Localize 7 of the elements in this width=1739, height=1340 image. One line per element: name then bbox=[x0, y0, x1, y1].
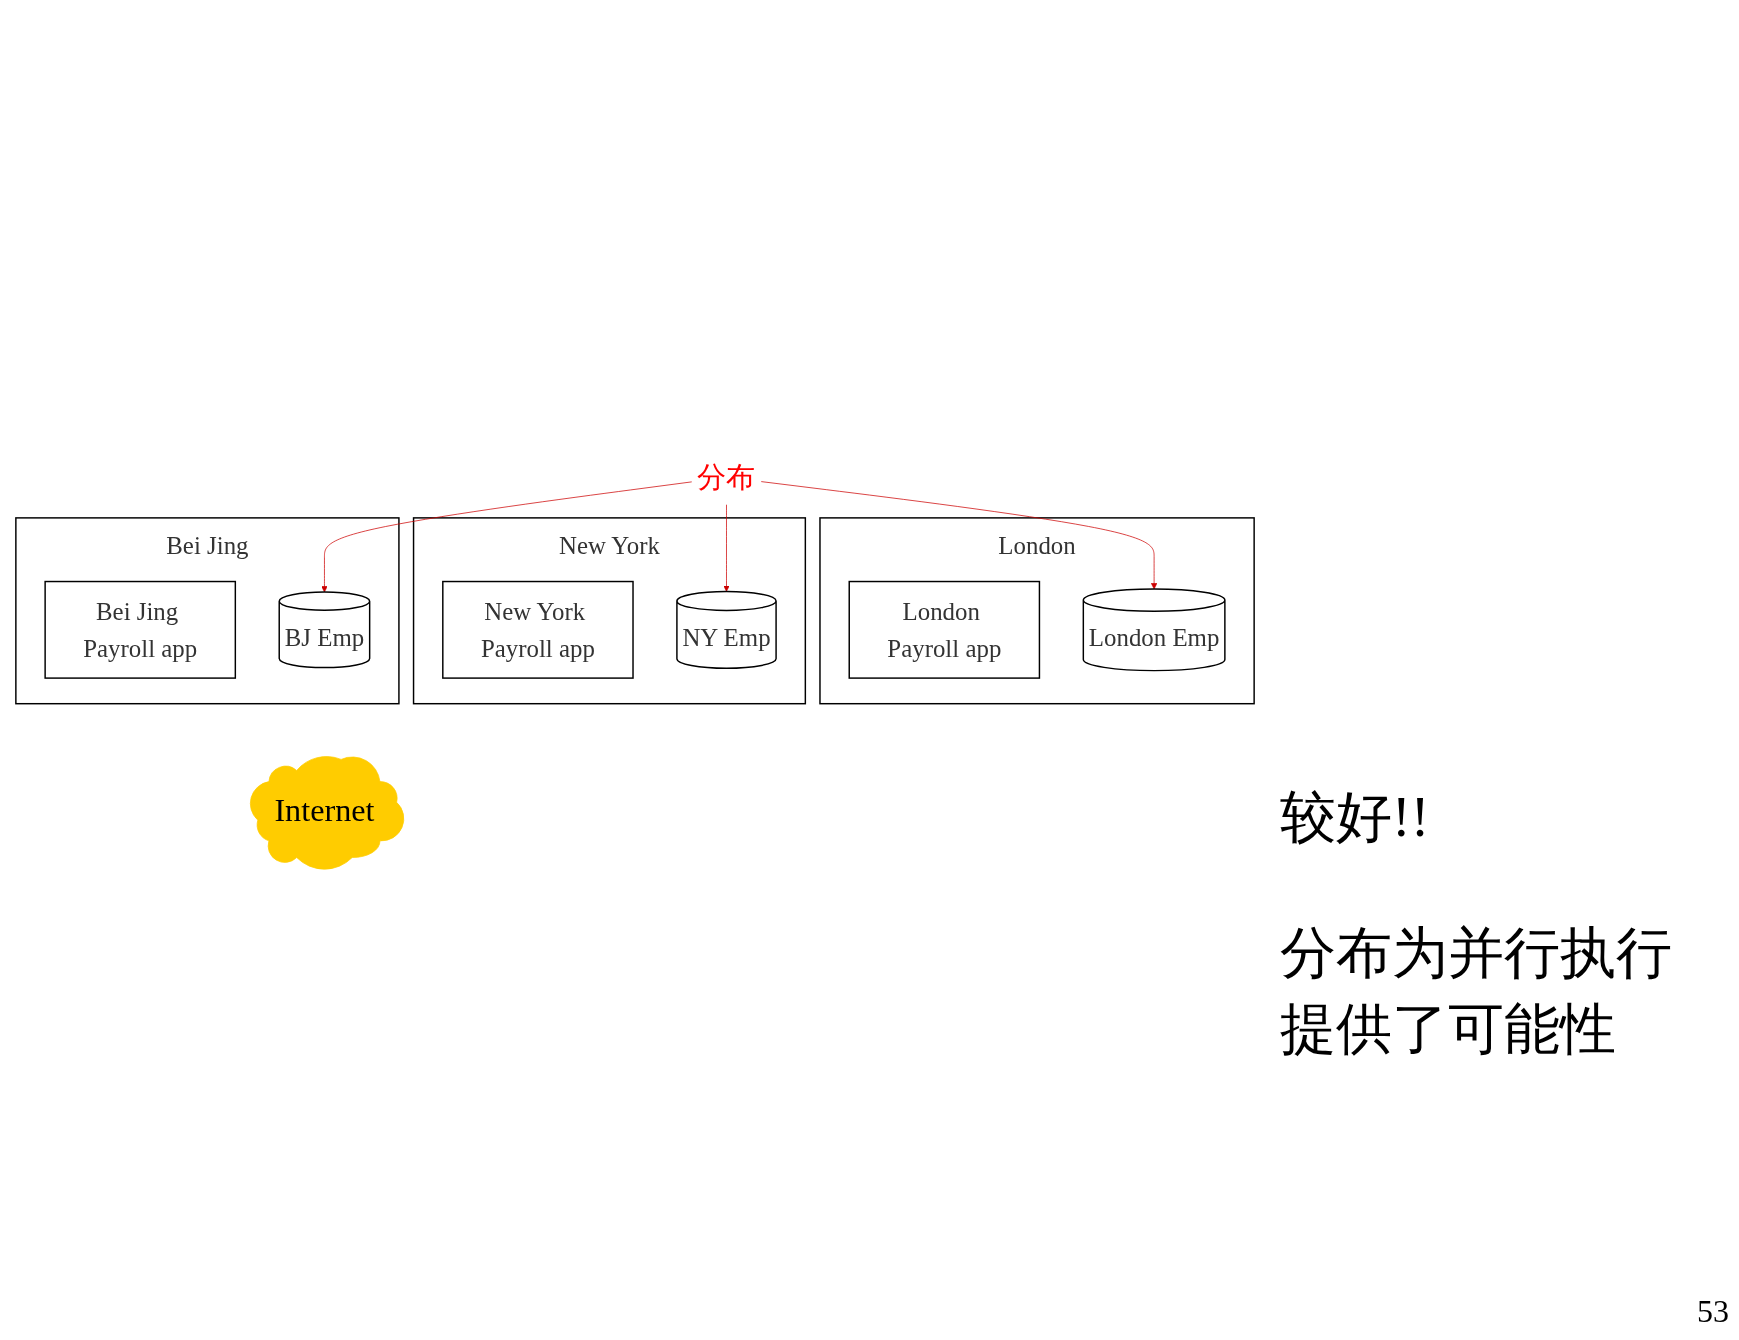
node-box: Bei Jing Payroll app bbox=[44, 581, 237, 680]
node-box: New York Payroll app bbox=[442, 581, 634, 680]
node-box: London Payroll app bbox=[848, 581, 1041, 680]
note-text: 分布为并行执行提供了可能性 bbox=[1280, 921, 1673, 1062]
note-text: 较好!! bbox=[1280, 785, 1431, 850]
node-text: 分布 bbox=[697, 460, 756, 494]
page-number: 53 bbox=[1697, 1293, 1729, 1330]
